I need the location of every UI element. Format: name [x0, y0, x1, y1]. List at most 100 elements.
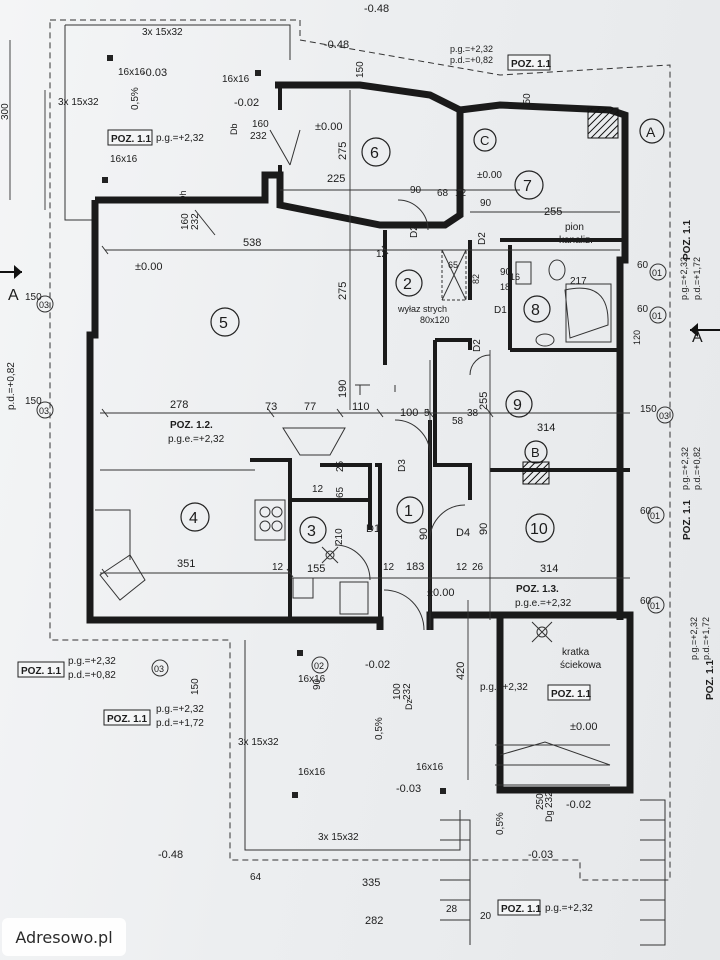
pg-top: p.g.=+2,32 — [450, 44, 493, 54]
room-5: 5 — [219, 315, 228, 332]
slope-terrace-text: 0,5% — [130, 87, 141, 110]
room-7: 7 — [523, 178, 532, 195]
code-left-2: 03 — [39, 406, 49, 416]
dim-28: 28 — [446, 904, 458, 915]
poz-box-terrace — [107, 129, 153, 146]
door-code-dg: Dg — [544, 810, 554, 822]
pg-right-1-text: p.g.=+2,32 — [679, 257, 689, 300]
steps-porch: 3x 15x32 — [238, 737, 279, 748]
door-code-db: Db — [229, 123, 239, 135]
level-entrance: ±0.00 — [570, 721, 597, 733]
dim-64: 64 — [250, 872, 262, 883]
vent-size-1: 16x16 — [118, 67, 146, 78]
wall-codes: 03 03 01 01 03 01 01 03 02 — [36, 263, 674, 677]
dim-160: 160 — [252, 119, 269, 130]
poz-right-2: POZ. 1.1 — [682, 500, 693, 540]
dim-183: 183 — [406, 561, 424, 573]
dim-12-a: 12 — [455, 188, 467, 199]
pg-right-1: p.g.=+2,32 — [679, 257, 689, 300]
dim-150-c: 150 — [640, 404, 657, 415]
dim-351: 351 — [177, 558, 195, 570]
outer-wall-north — [130, 101, 629, 620]
pion-label: pion — [565, 222, 584, 233]
dim-190: 190 — [337, 380, 349, 398]
attic-hatch — [441, 249, 467, 301]
pg-bottom: p.g.=+2,32 — [156, 704, 204, 715]
vent-d2-a: D2 — [409, 225, 420, 238]
dim-77: 77 — [304, 401, 316, 413]
pge-1-3: p.g.e.=+2,32 — [515, 598, 572, 609]
dim-60-a: 60 — [637, 260, 649, 271]
dim-26: 26 — [472, 562, 484, 573]
level-room5: ±0.00 — [135, 261, 162, 273]
door-code-dh: Dh — [178, 190, 188, 202]
door-swing-d3 — [394, 419, 431, 456]
vent-squares — [102, 55, 446, 798]
kratka-label: kratka — [562, 647, 590, 658]
poz-box-top — [507, 54, 551, 71]
vent-d3: D3 — [397, 459, 408, 472]
pg-right-2-text: p.g.=+2,32 — [680, 447, 690, 490]
dim-100-b: 100 — [392, 683, 403, 700]
pd-right-2-text: p.d.=+0,82 — [692, 447, 702, 490]
level-hall: ±0.00 — [427, 587, 454, 599]
poz-right-1-label: POZ. 1.1 — [682, 220, 693, 260]
vent-d2-b-text: D2 — [477, 232, 488, 245]
dim-150-e: 150 — [522, 93, 533, 110]
terrace-outline-bottom — [244, 640, 461, 851]
dim-232-d: 232 — [190, 213, 201, 230]
dim-90-c: 90 — [500, 267, 512, 278]
steps-bottom: 3x 15x32 — [318, 832, 359, 843]
slope-terrace: 0,5% — [130, 87, 141, 110]
dim-90-f: 90 — [312, 678, 323, 690]
pg-bottom-left: p.g.=+2,32 — [68, 656, 116, 667]
level-room6: ±0.00 — [315, 121, 342, 133]
dim-25: 25 — [335, 460, 346, 472]
watermark-text: Adresowo.pl — [15, 927, 113, 947]
level-terrace-2: -0.02 — [234, 97, 259, 109]
pd-left-text: p.d.=+0,82 — [6, 362, 17, 410]
vent-size-6: 16x16 — [416, 762, 444, 773]
vent-d1-a: D1 — [366, 523, 380, 535]
vent-d2-c-text: D2 — [472, 339, 483, 352]
dim-225: 225 — [327, 173, 345, 185]
poz-right-3: POZ. 1.1 — [705, 660, 716, 700]
pg-right-3: p.g.=+2,32 — [689, 617, 699, 660]
pd-left: p.d.=+0,82 — [6, 362, 17, 410]
code-right-3: 03 — [659, 411, 669, 421]
vent-d3-text: D3 — [397, 459, 408, 472]
dim-278: 278 — [170, 399, 188, 411]
section-arrowhead-left — [14, 265, 22, 279]
poz-box-bottom — [103, 709, 151, 726]
level-porch-2: -0.03 — [396, 783, 421, 795]
code-bottom-2: 02 — [314, 661, 324, 671]
vent-size-3: 16x16 — [110, 154, 138, 165]
code-right-5: 01 — [650, 601, 660, 611]
wall-2-8 — [468, 240, 512, 350]
dim-250: 250 — [535, 793, 546, 810]
dim-12-d: 12 — [383, 562, 395, 573]
vent-d2-c: D2 — [472, 339, 483, 352]
section-mark-left: A — [8, 287, 19, 304]
section-arrowhead-right — [690, 323, 698, 337]
ref-circle-a — [639, 118, 665, 144]
level-entrance-3: -0.03 — [528, 849, 553, 861]
vent-d1-b: D1 — [494, 305, 507, 316]
dimension-labels: 538 225 90 68 12 90 255 12 278 73 77 110… — [25, 119, 657, 927]
poz-label-1-2: POZ. 1.2. — [170, 420, 213, 431]
vertical-dimension-labels: 275 275 190 255 90 420 90 210 65 25 300 … — [0, 61, 642, 810]
dim-150-a: 150 — [25, 292, 42, 303]
dim-282: 282 — [365, 915, 383, 927]
right-stairs — [640, 799, 666, 946]
pd-bottom-left: p.d.=+0,82 — [68, 670, 116, 681]
dim-90-d: 90 — [478, 523, 490, 535]
code-right-1: 01 — [652, 268, 662, 278]
slope-entrance: 0,5% — [495, 812, 506, 835]
vent-d2-b: D2 — [477, 232, 488, 245]
door-code-dz: Dz — [404, 699, 414, 710]
entrance-steps — [495, 741, 611, 786]
pd-right-2: p.d.=+0,82 — [692, 447, 702, 490]
wall-9-west — [433, 340, 472, 500]
dim-335: 335 — [362, 877, 380, 889]
